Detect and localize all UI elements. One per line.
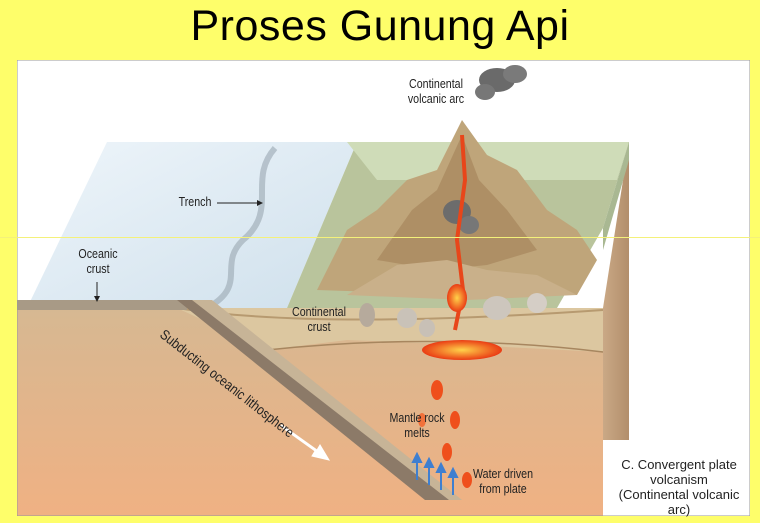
label-volcanic-arc: Continental volcanic arc	[407, 76, 465, 106]
trench-line	[205, 146, 278, 311]
slide-title: Proses Gunung Api	[190, 2, 570, 50]
label-water-driven: Water driven from plate	[472, 466, 534, 496]
caption-line-2: volcanism	[650, 472, 708, 487]
pluton	[359, 303, 375, 327]
subduction-direction-arrow	[279, 424, 331, 461]
caption-box	[603, 440, 750, 516]
label-mantle-melts: Mantle rock melts	[389, 410, 445, 440]
water-arrows	[411, 451, 459, 495]
magma-chamber-upper	[447, 284, 467, 312]
figure-caption: C. Convergent plate volcanism (Continent…	[611, 457, 747, 517]
label-trench: Trench	[178, 194, 212, 209]
label-continental-crust: Continental crust	[292, 304, 346, 334]
caption-line-1: C. Convergent plate	[621, 457, 737, 472]
block-diagram-art	[17, 60, 750, 516]
magma-chamber-main	[422, 340, 502, 360]
oceanic-crust-layer	[17, 300, 187, 310]
ocean-surface	[27, 142, 357, 308]
front-face	[17, 308, 603, 516]
subduction-diagram: Continental volcanic arc Trench Oceanic …	[17, 60, 750, 517]
subducting-slab	[177, 300, 452, 500]
divider-line	[0, 237, 760, 238]
side-face	[603, 142, 629, 516]
caption-line-3: (Continental volcanic arc)	[618, 487, 740, 517]
label-oceanic-crust: Oceanic crust	[78, 246, 118, 276]
